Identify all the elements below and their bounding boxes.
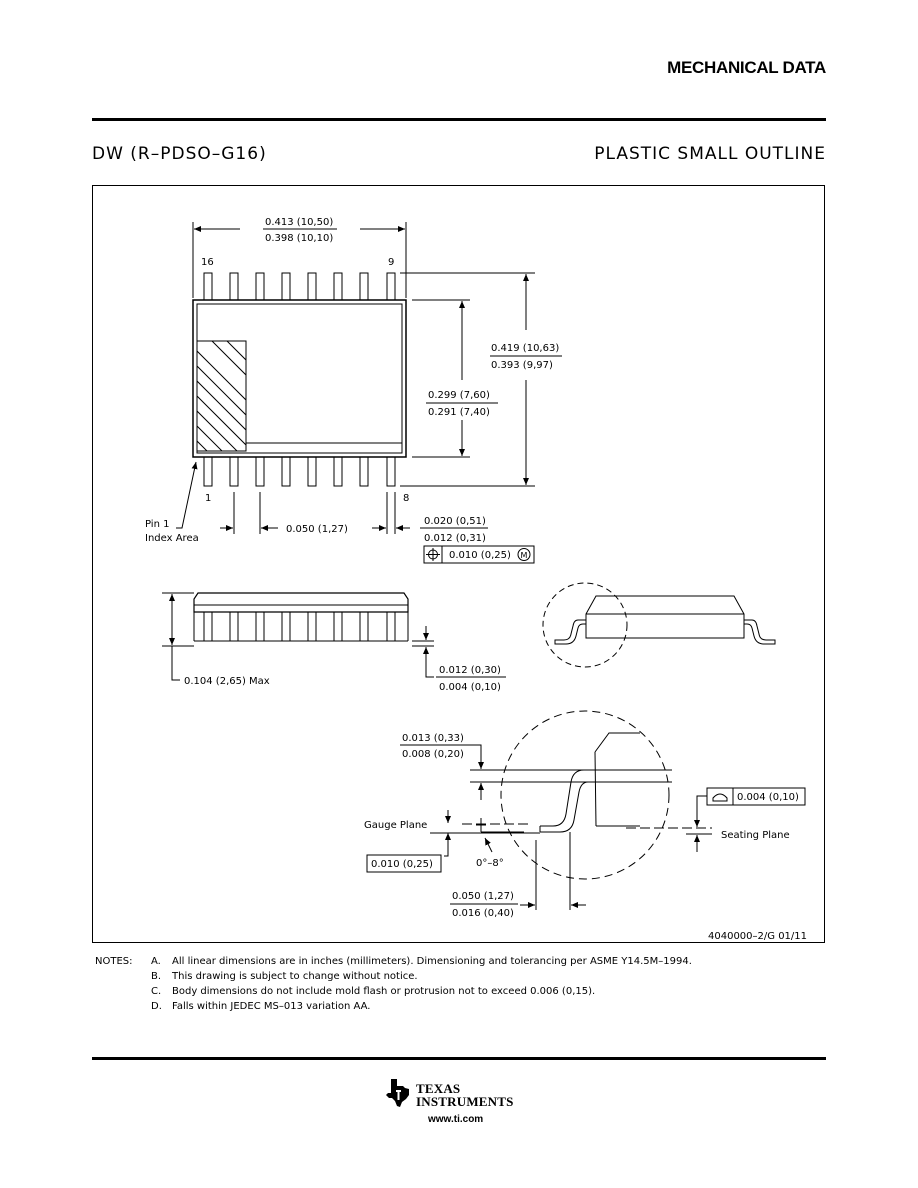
- dim-overall-length-min: 0.393 (9,97): [491, 360, 553, 371]
- notes-heading: NOTES:: [95, 956, 133, 967]
- dim-body-width-min: 0.398 (10,10): [265, 233, 333, 244]
- header-rule: [92, 118, 826, 121]
- seating-plane-label: Seating Plane: [721, 830, 790, 841]
- drawing-number: 4040000–2/G 01/11: [708, 931, 807, 942]
- lead-detail-small: [542, 582, 776, 668]
- top-view-package: [192, 272, 407, 487]
- gauge-offset-value: 0.010 (0,25): [371, 859, 433, 870]
- tolerance-modifier: M: [521, 551, 528, 560]
- pin1-label-line1: Pin 1: [145, 519, 169, 530]
- coplanarity-value: 0.004 (0,10): [737, 792, 799, 803]
- dim-standoff-max: 0.012 (0,30): [439, 665, 501, 676]
- tolerance-value: 0.010 (0,25): [449, 550, 511, 561]
- lead-detail-large: [462, 710, 712, 910]
- ti-url[interactable]: www.ti.com: [428, 1114, 484, 1125]
- dim-lead-width-max: 0.020 (0,51): [424, 516, 486, 527]
- dim-body-length-min: 0.291 (7,40): [428, 407, 490, 418]
- pin1-label-line2: Index Area: [145, 533, 199, 544]
- footer-rule: [92, 1057, 826, 1060]
- pin-9-label: 9: [388, 257, 394, 268]
- side-view-package: [193, 592, 409, 642]
- dim-lead-thickness-max: 0.013 (0,33): [402, 733, 464, 744]
- gauge-plane-label: Gauge Plane: [364, 820, 427, 831]
- dim-overall-length-max: 0.419 (10,63): [491, 343, 559, 354]
- drawing-frame: [92, 185, 825, 943]
- pin-8-label: 8: [403, 493, 409, 504]
- package-type: PLASTIC SMALL OUTLINE: [594, 144, 826, 164]
- note-item: D.Falls within JEDEC MS–013 variation AA…: [151, 1001, 371, 1012]
- ti-brand-line1: TEXAS: [416, 1081, 461, 1096]
- package-code: DW (R–PDSO–G16): [92, 144, 267, 164]
- dim-foot-length-max: 0.050 (1,27): [452, 891, 514, 902]
- dim-pitch: 0.050 (1,27): [286, 524, 348, 535]
- pin-16-label: 16: [201, 257, 214, 268]
- texas-state-icon: [386, 1079, 409, 1107]
- dim-height-max: 0.104 (2,65) Max: [184, 676, 270, 687]
- notes: NOTES: A.All linear dimensions are in in…: [95, 954, 825, 1024]
- section-title: MECHANICAL DATA: [667, 58, 826, 77]
- dim-body-length-max: 0.299 (7,60): [428, 390, 490, 401]
- angle-label: 0°–8°: [476, 858, 504, 869]
- dim-foot-length-min: 0.016 (0,40): [452, 908, 514, 919]
- pin-1-label: 1: [205, 493, 211, 504]
- note-item: B.This drawing is subject to change with…: [151, 971, 418, 982]
- ti-logo: TEXAS INSTRUMENTS: [385, 1078, 525, 1112]
- dim-body-width: 0.413 (10,50): [265, 217, 333, 228]
- dim-lead-width-min: 0.012 (0,31): [424, 533, 486, 544]
- note-item: C.Body dimensions do not include mold fl…: [151, 986, 596, 997]
- note-item: A.All linear dimensions are in inches (m…: [151, 956, 692, 967]
- ti-brand-line2: INSTRUMENTS: [416, 1094, 514, 1109]
- dim-lead-thickness-min: 0.008 (0,20): [402, 749, 464, 760]
- dim-standoff-min: 0.004 (0,10): [439, 682, 501, 693]
